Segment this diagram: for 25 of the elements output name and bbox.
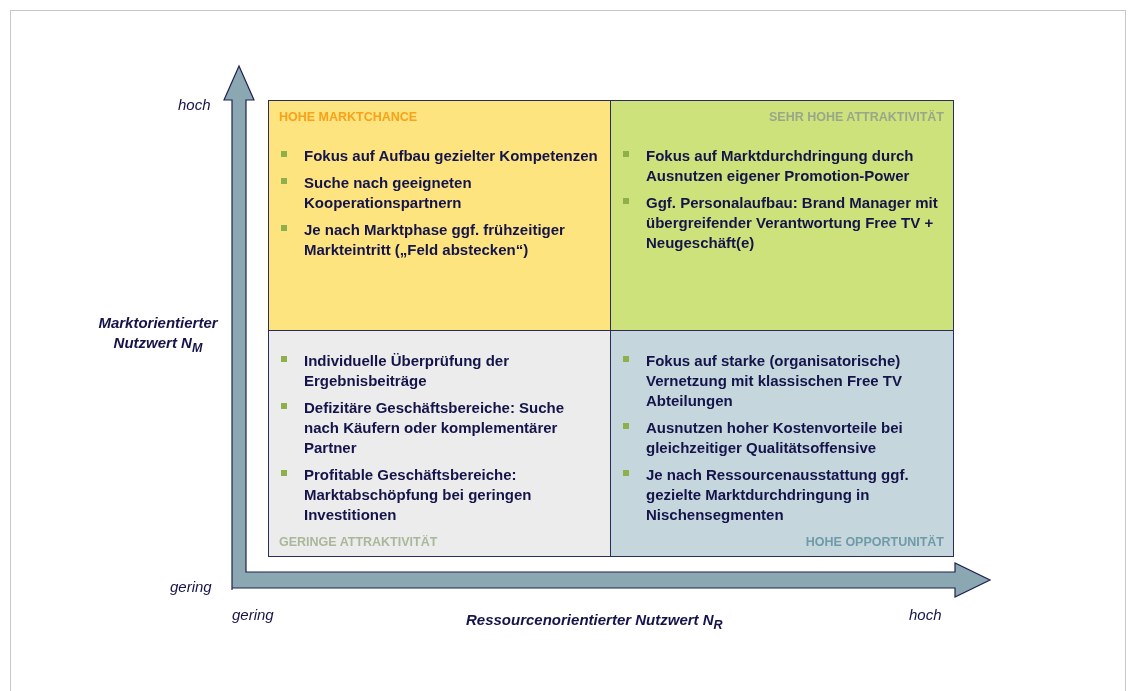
quadrant-box: [610, 330, 954, 557]
bullet-text: Defizitäre Geschäftsbereiche: Suche nach Käufern oder komplementärer Partner: [304, 399, 565, 456]
bullet-text: Je nach Ressourcenausstattung ggf. gezielte Marktdurchdringung in Nischensegmenten: [646, 466, 909, 523]
axis-tick-label: gering: [170, 578, 212, 595]
bullet-text: Je nach Marktphase ggf. frühzeitiger Markteintritt („Feld abstecken“): [304, 221, 565, 258]
quadrant-box: [610, 100, 954, 331]
quadrant-heading: HOHE OPPORTUNITÄT: [805, 535, 944, 549]
bullet-text: Fokus auf Aufbau gezielter Kompetenzen: [304, 147, 598, 164]
bullet-text: Individuelle Überprüfung der Ergebnisbeiträge: [304, 352, 509, 389]
bullet-text: Fokus auf starke (organisatorische) Vernetzung mit klassischen Free TV Abteilungen: [646, 352, 902, 409]
quadrant-heading: HOHE MARKTCHANCE: [279, 110, 418, 124]
quadrant-box: [268, 330, 611, 557]
axis-tick-label: hoch: [178, 96, 211, 113]
axis-title: Marktorientierter Nutzwert N$_{M}$: [97, 313, 220, 357]
bullet-text: Ausnutzen hoher Kostenvorteile bei gleichzeitiger Qualitätsoffensive: [646, 419, 903, 456]
axis-tick-label: gering: [232, 606, 274, 623]
axis-tick-label: hoch: [909, 606, 942, 623]
bullet-text: Profitable Geschäftsbereiche: Marktabschöpfung bei geringen Investitionen: [304, 466, 532, 523]
axis-title: Ressourcenorientierter Nutzwert N$_{R}$: [466, 611, 723, 632]
quadrant-box: [268, 100, 611, 331]
quadrant-heading: GERINGE ATTRAKTIVITÄT: [279, 535, 438, 549]
bullet-text: Suche nach geeigneten Kooperationspartnern: [304, 174, 472, 211]
bullet-text: Ggf. Personalaufbau: Brand Manager mit übergreifender Verantwortung Free TV + Neugeschäft(e): [646, 194, 938, 251]
bullet-text: Fokus auf Marktdurchdringung durch Ausnutzen eigener Promotion-Power: [646, 147, 914, 184]
quadrant-heading: SEHR HOHE ATTRAKTIVITÄT: [769, 110, 944, 124]
